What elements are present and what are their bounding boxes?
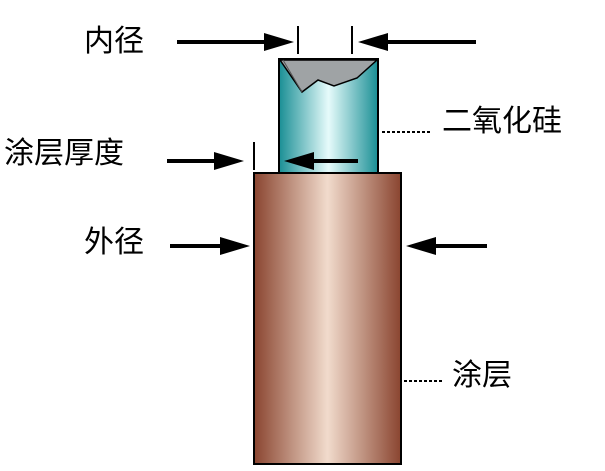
coating-thickness-arrow-right — [284, 152, 358, 170]
outer-diameter-arrow-left — [170, 237, 250, 255]
inner-diameter-arrow-left — [177, 33, 294, 51]
silica-label: 二氧化硅 — [442, 104, 562, 139]
inner-diameter-label: 内径 — [84, 24, 144, 59]
coating-cylinder — [253, 172, 402, 465]
coating-thickness-arrow-left — [167, 152, 244, 170]
inner-diameter-arrow-right — [358, 33, 476, 51]
outer-diameter-arrow-right — [406, 237, 487, 255]
silica-cut-edge — [282, 59, 303, 93]
coating-label: 涂层 — [452, 358, 512, 393]
outer-diameter-label: 外径 — [84, 225, 144, 260]
coating-thickness-label: 涂层厚度 — [4, 136, 124, 171]
